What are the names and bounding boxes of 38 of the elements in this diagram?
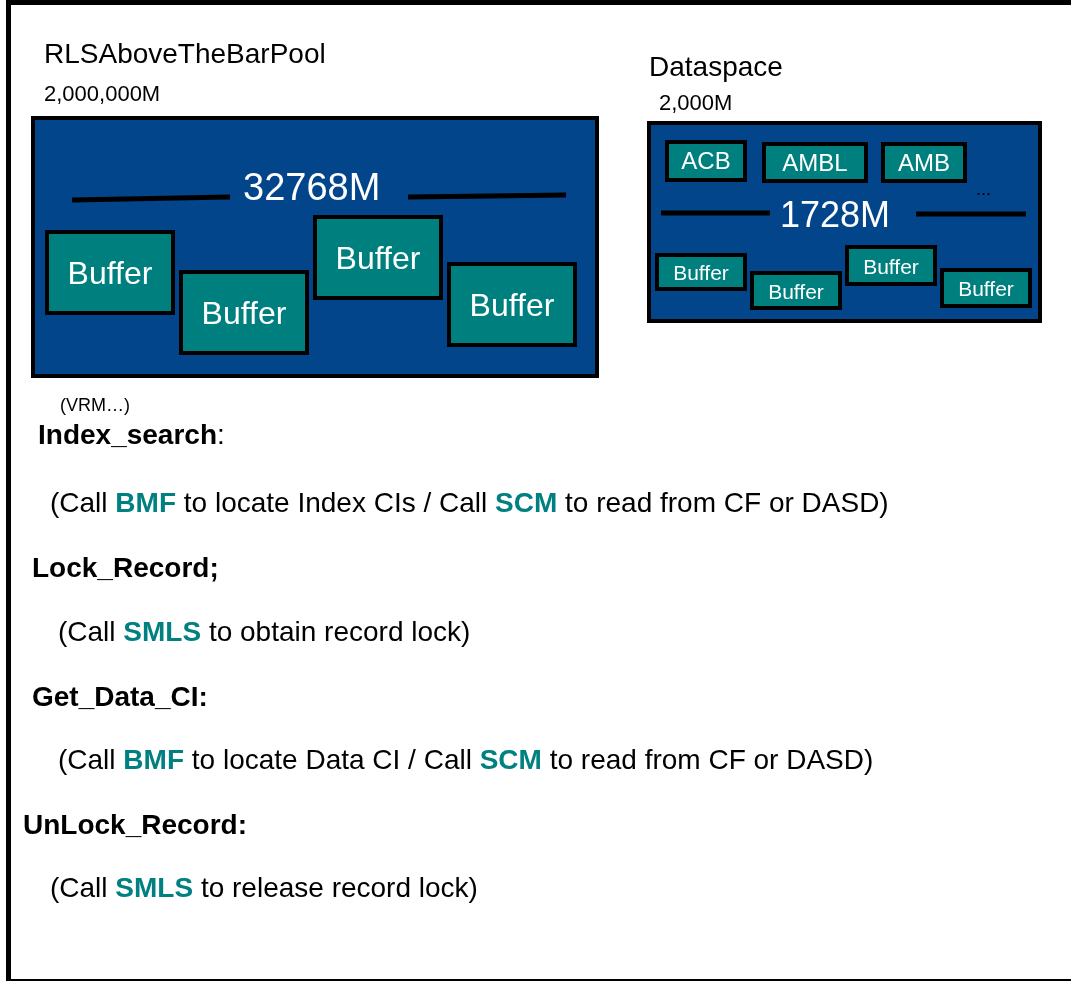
buffer-box <box>447 262 577 347</box>
note: (VRM…) <box>60 396 130 414</box>
buffer-box <box>179 270 309 355</box>
step-heading: UnLock_Record: <box>23 811 248 839</box>
ellipsis: ... <box>976 180 991 198</box>
step-description: (Call SMLS to release record lock) <box>50 874 478 902</box>
dataspace-size: 2,000M <box>659 92 733 114</box>
buffer-box <box>845 245 937 286</box>
dataspace-title: Dataspace <box>649 53 783 81</box>
buffer-box <box>655 253 747 291</box>
buffer-box <box>45 230 175 315</box>
pool-size: 2,000,000M <box>44 83 161 105</box>
buffer-box <box>313 215 443 300</box>
buffer-label: Buffer <box>335 241 421 274</box>
buffer-label: Buffer <box>469 288 555 321</box>
control-block-box <box>881 142 967 183</box>
step-description: (Call BMF to locate Index CIs / Call SCM to read from CF or DASD) <box>50 489 889 517</box>
size-label: 32768M <box>243 168 381 206</box>
buffer-label: Buffer <box>67 256 153 289</box>
block-label: ACB <box>681 149 731 173</box>
buffer-label: Buffer <box>863 255 919 276</box>
buffer-box <box>940 268 1032 308</box>
control-block-box <box>762 142 868 183</box>
block-label: AMB <box>898 150 950 175</box>
step-description: (Call SMLS to obtain record lock) <box>58 618 471 646</box>
buffer-label: Buffer <box>201 296 287 329</box>
step-heading: Lock_Record; <box>32 554 219 582</box>
step-heading: Index_search: <box>38 421 225 449</box>
buffer-label: Buffer <box>958 277 1014 299</box>
buffer-box <box>750 271 842 310</box>
control-block-box <box>665 140 747 182</box>
size-label: 1728M <box>780 197 891 233</box>
block-label: AMBL <box>782 150 848 175</box>
step-heading: Get_Data_CI: <box>32 683 208 711</box>
step-description: (Call BMF to locate Data CI / Call SCM to read from CF or DASD) <box>58 746 874 774</box>
pool-title: RLSAboveTheBarPool <box>44 40 326 68</box>
buffer-label: Buffer <box>673 261 729 283</box>
buffer-label: Buffer <box>768 280 824 301</box>
